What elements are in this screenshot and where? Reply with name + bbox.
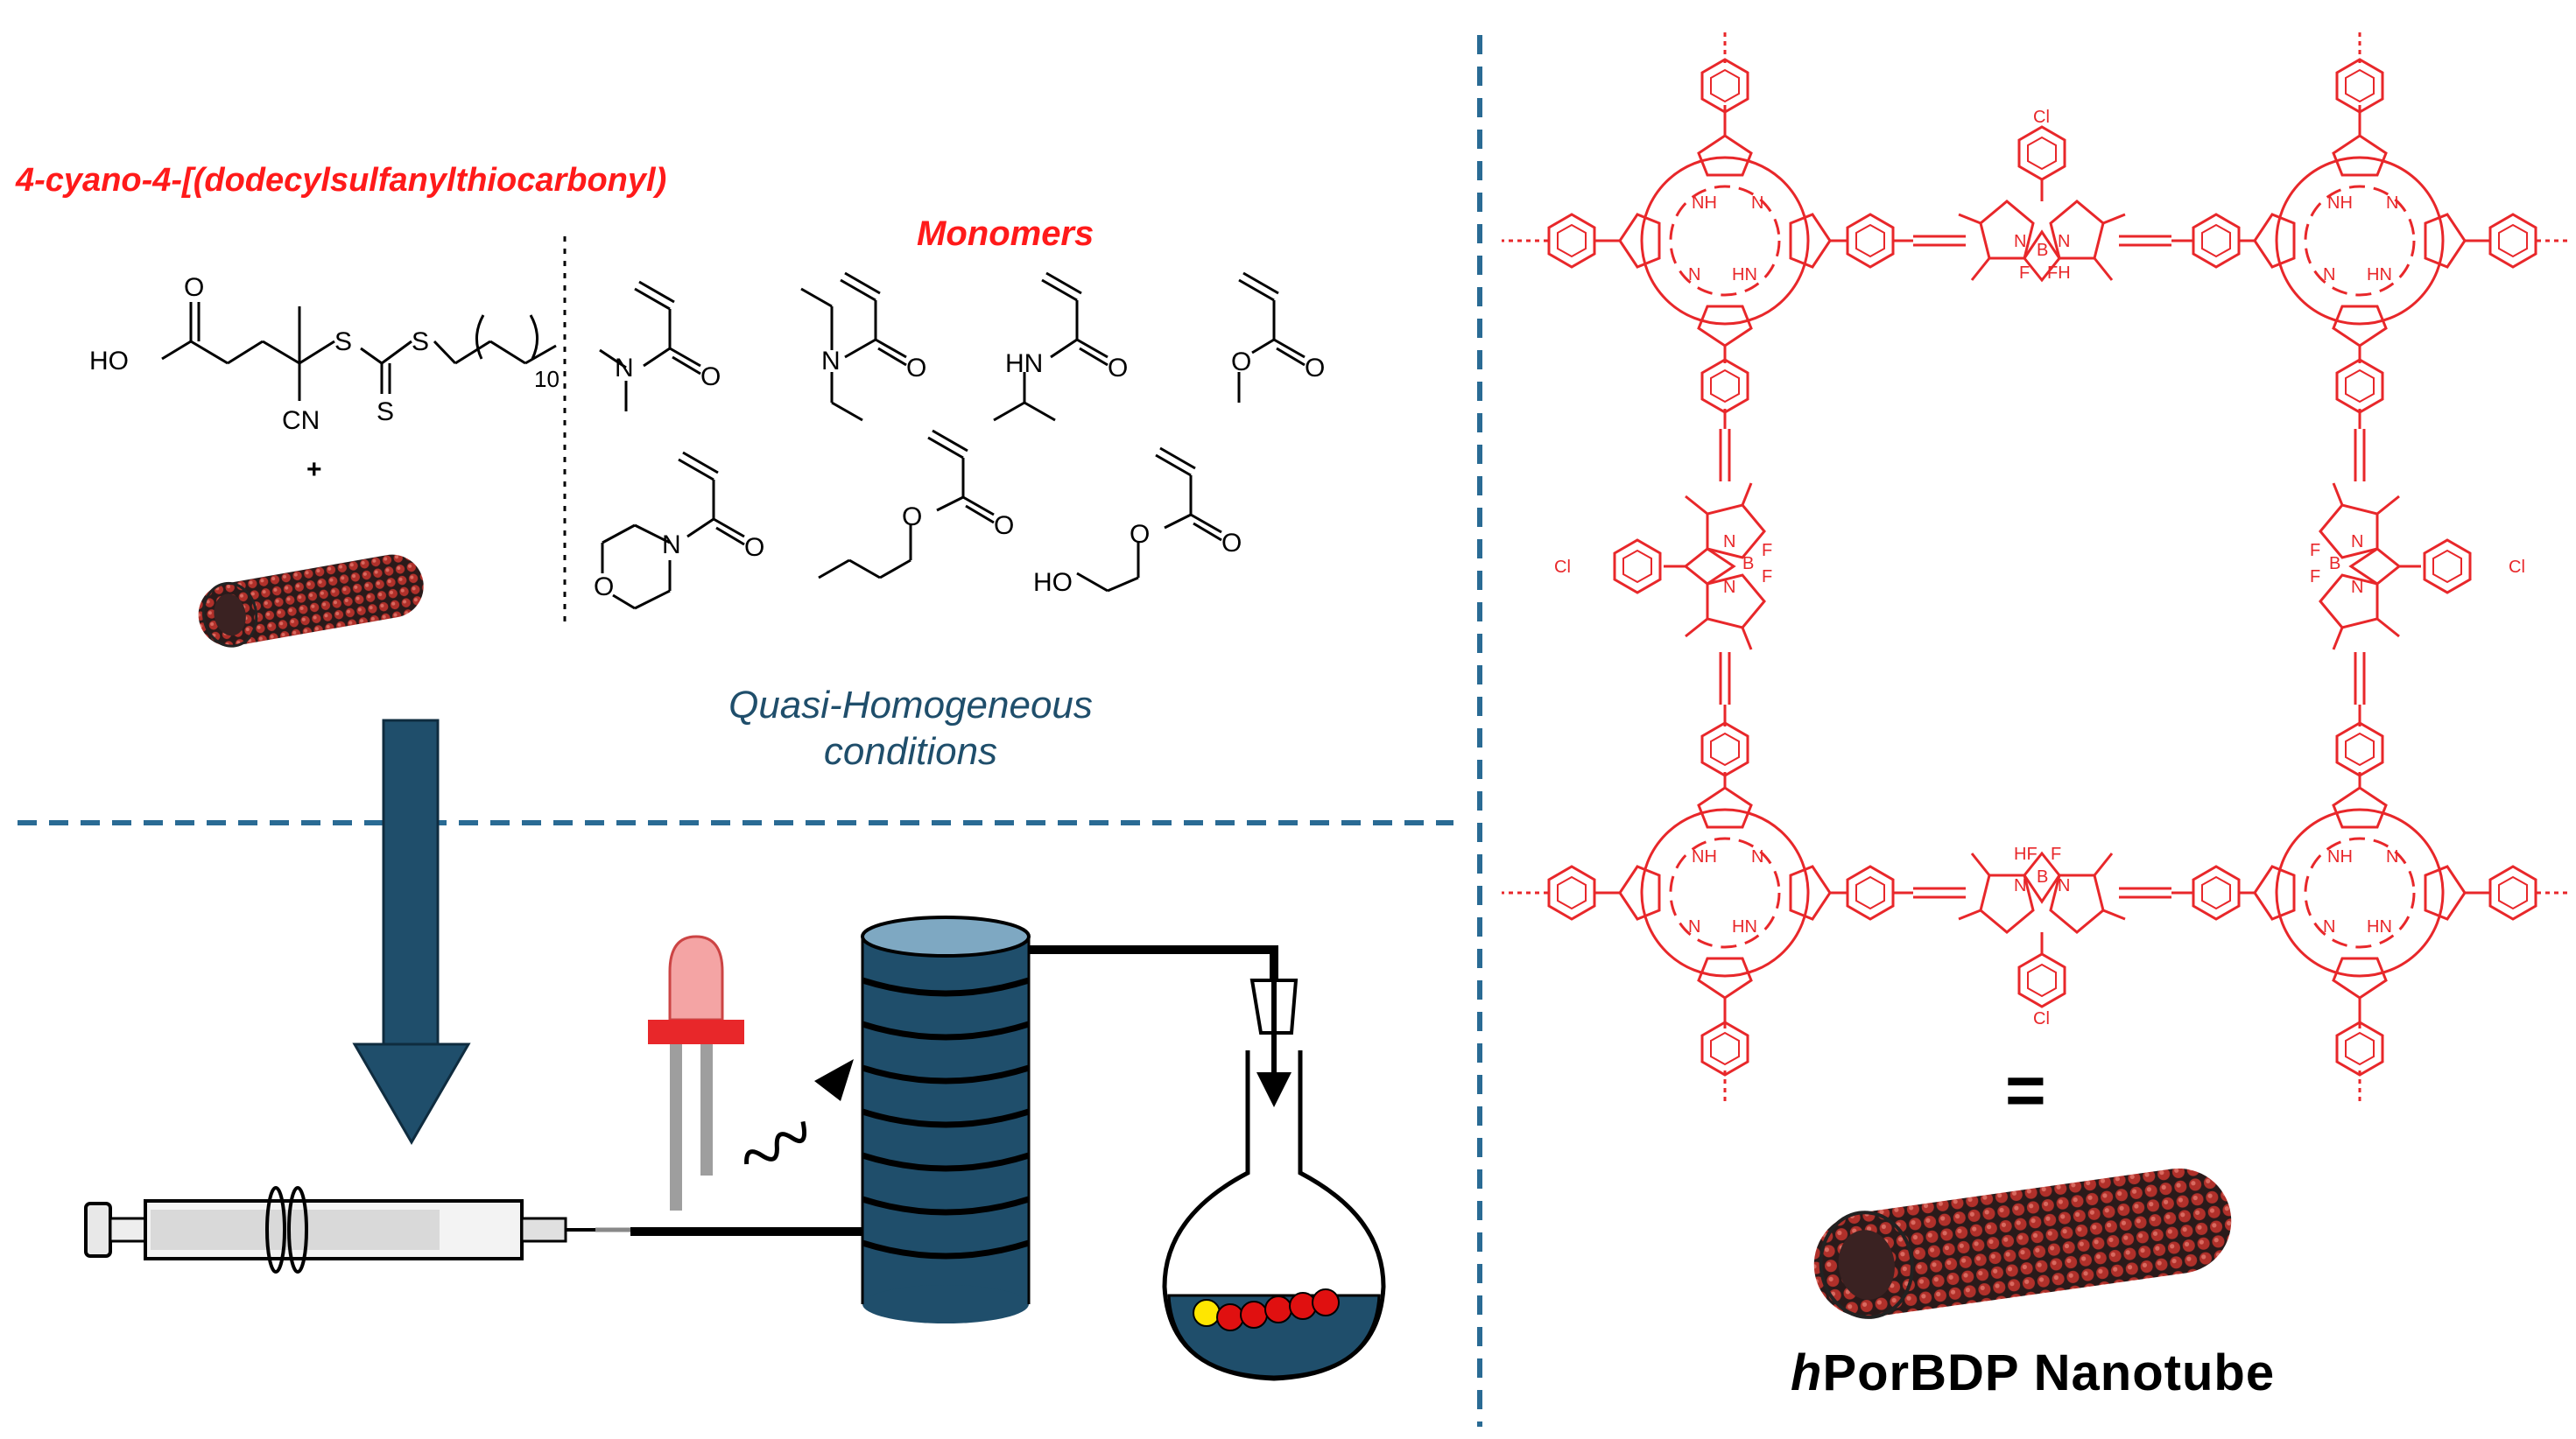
conditions-label: Quasi-Homogeneous conditions	[683, 683, 1138, 776]
fw-n-bl: N	[1751, 847, 1763, 867]
fw-cl-bottom: Cl	[2033, 1009, 2050, 1028]
fw-cl-top: Cl	[2033, 108, 2050, 127]
syringe-icon	[84, 1186, 630, 1274]
m2-o: O	[906, 354, 926, 383]
small-nanotube-icon	[198, 554, 424, 648]
fw-bodipy-bottom-b: B	[2037, 867, 2048, 887]
fw-bodipy-top-fh: FH	[2047, 263, 2071, 283]
fw-hn-tl: HN	[1732, 265, 1757, 284]
m3-hn: HN	[1005, 349, 1043, 378]
m4-o-ester: O	[1231, 347, 1251, 376]
fw-bodipy-left-n2: N	[1723, 578, 1735, 597]
fw-bodipy-right-n2: N	[2351, 578, 2363, 597]
fw-bodipy-bottom-hf: HF	[2014, 845, 2038, 864]
fw-bodipy-bottom-n1: N	[2014, 876, 2026, 895]
porbdp-nanotube-icon	[1813, 1168, 2232, 1319]
fw-nh-bl: NH	[1692, 847, 1717, 867]
m5-ring-o: O	[594, 572, 614, 601]
fw-nh-tl: NH	[1692, 193, 1717, 213]
equals-sign: =	[2005, 1051, 2046, 1129]
fw-n-tr2: N	[2323, 265, 2335, 284]
fw-n-tl: N	[1751, 193, 1763, 213]
fw-n-bl2: N	[1688, 917, 1700, 937]
m1-n: N	[615, 354, 634, 383]
m7-ho: HO	[1033, 568, 1073, 597]
m7-o-ester: O	[1130, 520, 1150, 549]
coil-reactor-icon	[861, 916, 1031, 1323]
cta-atom-s2: S	[377, 397, 394, 426]
cta-atom-ho: HO	[89, 347, 129, 376]
fw-hn-bl: HN	[1732, 917, 1757, 937]
m3-o: O	[1108, 354, 1128, 383]
fw-nh-tr: NH	[2327, 193, 2353, 213]
cta-title: 4-cyano-4-[(dodecylsulfanylthiocarbonyl)	[16, 162, 667, 199]
fw-bodipy-top-n1: N	[2014, 232, 2026, 251]
collection-flask-icon	[1162, 972, 1386, 1381]
fw-bodipy-top-f: F	[2019, 263, 2030, 283]
m5-o: O	[744, 533, 764, 562]
cta-atom-s3: S	[412, 327, 429, 356]
fw-bodipy-left-b: B	[1742, 554, 1754, 573]
fw-cl-right: Cl	[2509, 558, 2525, 577]
m6-o-ester: O	[902, 502, 922, 531]
fw-bodipy-top-b: B	[2037, 241, 2048, 260]
fw-bodipy-bottom-f: F	[2051, 845, 2061, 864]
m5-n: N	[662, 530, 681, 559]
monomers-title: Monomers	[917, 214, 1094, 253]
nanotube-label-italic: h	[1791, 1344, 1823, 1401]
fw-bodipy-left-f1: F	[1762, 541, 1772, 560]
fw-n-tl2: N	[1688, 265, 1700, 284]
light-wave-arrow-icon	[744, 1059, 854, 1165]
dotted-separator	[563, 236, 567, 621]
fw-bodipy-left-f2: F	[1762, 567, 1772, 586]
fw-cl-left: Cl	[1554, 558, 1571, 577]
nanotube-label: hPorBDP Nanotube	[1791, 1344, 2275, 1402]
nanotube-label-rest: PorBDP Nanotube	[1822, 1344, 2276, 1401]
fw-nh-br: NH	[2327, 847, 2353, 867]
cta-structure: HO O CN S S S 10	[89, 273, 560, 435]
m4-o-carbonyl: O	[1305, 354, 1325, 383]
m6-o-carbonyl: O	[994, 511, 1014, 540]
cta-atom-s1: S	[334, 327, 352, 356]
fw-bodipy-right-n1: N	[2351, 532, 2363, 551]
monomers-structures: O N O N O HN O O O N O O O O O HO	[594, 271, 1325, 610]
fw-n-br2: N	[2323, 917, 2335, 937]
m7-o-carbonyl: O	[1221, 529, 1242, 558]
m1-o: O	[700, 362, 721, 391]
m2-n: N	[821, 347, 841, 376]
fw-n-br: N	[2386, 847, 2398, 867]
fw-bodipy-left-n1: N	[1723, 532, 1735, 551]
led-light-icon	[648, 935, 744, 1211]
conditions-line2: conditions	[823, 729, 998, 773]
fw-hn-br: HN	[2367, 917, 2392, 937]
fw-bodipy-right-b: B	[2329, 554, 2340, 573]
cta-atom-cn: CN	[282, 406, 320, 435]
cta-atom-o: O	[184, 273, 204, 302]
fw-n-tr: N	[2386, 193, 2398, 213]
fw-hn-tr: HN	[2367, 265, 2392, 284]
flow-setup	[84, 916, 1386, 1381]
cta-subscript-10: 10	[534, 366, 560, 392]
down-arrow-icon	[352, 719, 471, 1145]
fw-bodipy-bottom-n2: N	[2058, 876, 2070, 895]
conditions-line1: Quasi-Homogeneous	[728, 684, 1093, 727]
plus-sign: +	[306, 455, 322, 484]
fw-bodipy-right-f1: F	[2310, 541, 2320, 560]
porbdp-framework: Cl Cl Cl Cl NH HN NH HN NH HN NH HN N N …	[1502, 31, 2570, 1103]
fw-bodipy-top-n2: N	[2058, 232, 2070, 251]
fw-bodipy-right-f2: F	[2310, 567, 2320, 586]
